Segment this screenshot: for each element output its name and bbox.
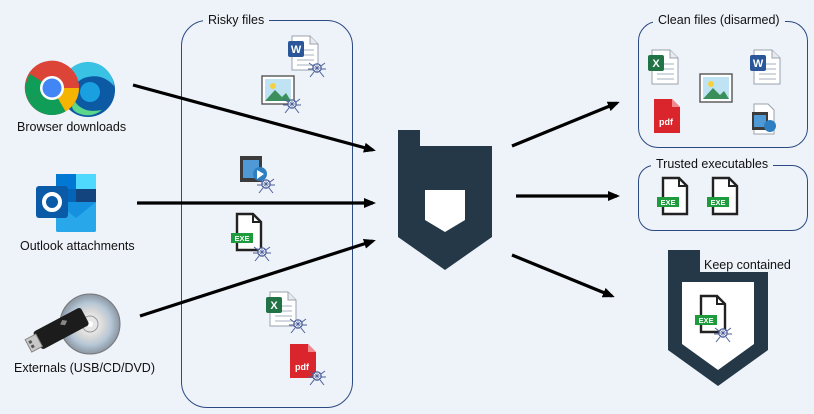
clean-excel-file-icon: X	[648, 49, 679, 85]
svg-text:pdf: pdf	[659, 117, 674, 127]
clean-media-file-icon	[752, 103, 776, 135]
risky-excel-file-icon: X	[266, 291, 308, 334]
arrow-externals-to-shield	[139, 238, 376, 318]
clean-files-title: Clean files (disarmed)	[653, 13, 785, 27]
arrow-shield-to-clean	[511, 101, 620, 148]
svg-text:X: X	[270, 300, 278, 312]
usb-drive-icon	[24, 308, 89, 353]
browser-icon	[24, 60, 115, 117]
trusted-executables-title: Trusted executables	[651, 157, 774, 171]
risky-media-file-icon	[240, 156, 276, 194]
usb-cd-icon	[24, 293, 121, 355]
risky-image-file-icon	[261, 75, 302, 114]
svg-text:pdf: pdf	[295, 362, 310, 372]
outlook-icon	[36, 174, 96, 232]
trusted-exe-file-icon-2	[705, 176, 739, 216]
svg-text:W: W	[753, 58, 764, 70]
cd-icon	[59, 293, 121, 355]
keep-contained-title: Keep contained	[704, 258, 791, 272]
svg-text:W: W	[291, 44, 302, 56]
clean-image-file-icon	[699, 73, 733, 103]
svg-text:X: X	[652, 58, 660, 70]
risky-word-file-icon: W	[288, 35, 327, 78]
browser-downloads-label: Browser downloads	[17, 120, 127, 134]
arrow-browser-to-shield	[132, 83, 376, 153]
outlook-attachments-label: Outlook attachments	[20, 239, 135, 253]
trusted-exe-file-icon-1	[655, 176, 689, 216]
risky-files-title: Risky files	[203, 13, 270, 27]
risky-exe-file-icon	[229, 212, 272, 262]
arrow-shield-to-contained	[511, 253, 615, 298]
clean-word-file-icon: W	[750, 49, 781, 85]
central-shield-icon	[398, 130, 492, 270]
chrome-icon	[24, 60, 80, 116]
clean-pdf-file-icon: pdf	[654, 99, 680, 133]
externals-label: Externals (USB/CD/DVD)	[14, 361, 155, 375]
risky-pdf-file-icon: pdf	[290, 344, 327, 386]
